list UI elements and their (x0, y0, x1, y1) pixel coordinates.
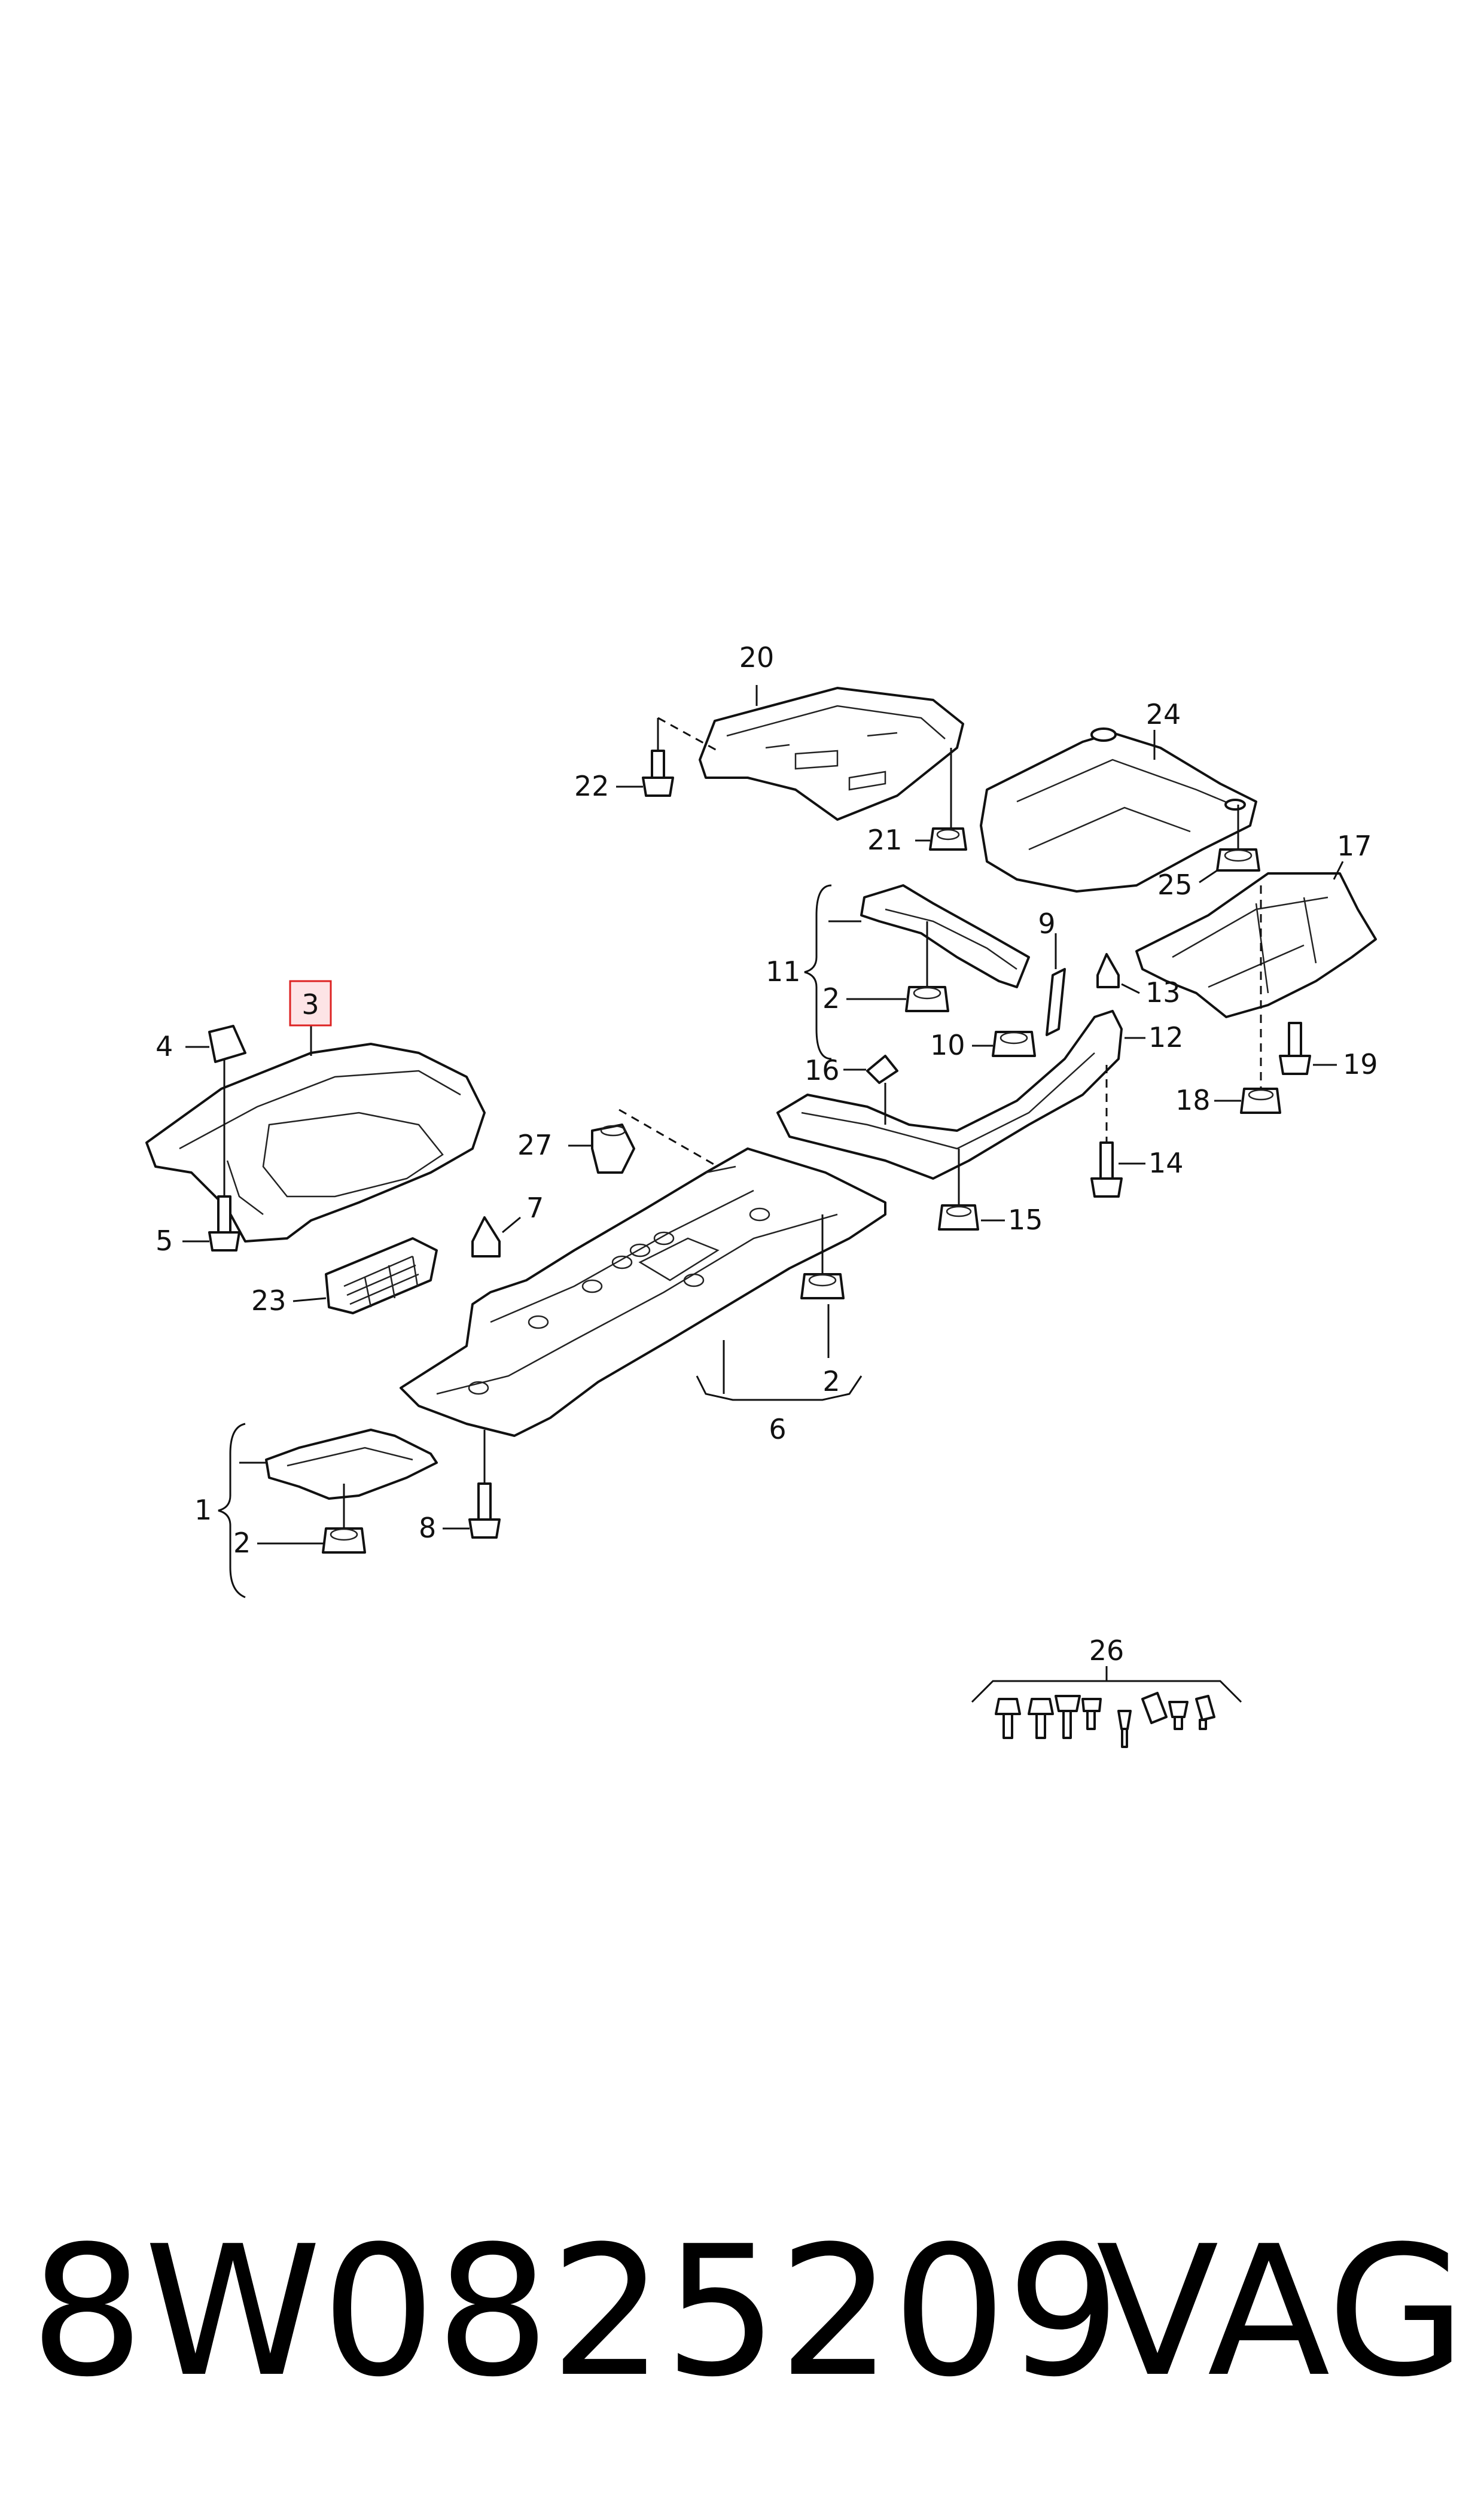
bolt-19 (1279, 1022, 1311, 1075)
callout-12: 12 (1148, 1021, 1184, 1054)
callout-3: 3 (301, 988, 319, 1021)
screw-22 (642, 750, 674, 797)
callout-13: 13 (1145, 976, 1181, 1009)
callout-5: 5 (156, 1225, 173, 1257)
callout-11: 11 (766, 955, 801, 988)
callout-4: 4 (156, 1030, 173, 1062)
callout-25: 25 (1157, 869, 1193, 901)
callout-3-highlight-box (289, 980, 332, 1027)
nut-2-lower (322, 1527, 366, 1554)
callout-23: 23 (251, 1284, 287, 1317)
callout-21: 21 (867, 824, 903, 856)
part-11-bracket (860, 884, 1030, 988)
part-17-rear-shield (1135, 872, 1377, 1018)
nut-25 (1216, 848, 1260, 872)
callout-24: 24 (1146, 698, 1181, 730)
callout-17: 17 (1337, 830, 1372, 862)
bolt-8 (468, 1482, 501, 1539)
nut-10 (992, 1031, 1036, 1057)
part-number: 8W0825209 (30, 2208, 1121, 2416)
part-23-grille-insert (325, 1237, 438, 1314)
clip-4 (208, 1025, 246, 1063)
nut-15 (938, 1204, 979, 1231)
nut-2-main (800, 1273, 845, 1299)
nut-2-upper (905, 986, 949, 1012)
callout-14: 14 (1148, 1147, 1184, 1179)
hardware-kit-26 (995, 1692, 1215, 1748)
nut-21 (929, 827, 967, 851)
callout-1: 1 (194, 1494, 212, 1526)
clip-13 (1096, 953, 1120, 988)
callout-2-upper: 2 (822, 982, 840, 1015)
part-12-side-trim (776, 1010, 1123, 1180)
bolt-14 (1090, 1141, 1123, 1198)
brand-label: VAG (1096, 2208, 1466, 2416)
nut-18 (1240, 1088, 1281, 1114)
callout-22: 22 (574, 770, 610, 802)
clip-9 (1046, 968, 1066, 1036)
callout-8: 8 (419, 1512, 436, 1544)
bolt-5 (208, 1195, 240, 1252)
part-6-main-underbody-panel (400, 1147, 886, 1437)
bracket-16 (866, 1055, 898, 1084)
callout-10: 10 (930, 1029, 965, 1061)
callout-18: 18 (1175, 1084, 1211, 1116)
callout-15: 15 (1008, 1204, 1043, 1236)
clip-27 (591, 1123, 635, 1174)
callout-2-lower: 2 (233, 1527, 251, 1559)
callout-26: 26 (1089, 1634, 1125, 1667)
callout-16: 16 (805, 1054, 840, 1086)
callout-27: 27 (517, 1129, 553, 1161)
callout-6: 6 (769, 1413, 786, 1445)
callout-9: 9 (1038, 908, 1055, 940)
callout-7: 7 (526, 1192, 544, 1224)
part-24-underbody-panel (980, 727, 1257, 893)
part-20-upper-shield (699, 687, 964, 821)
clip-7 (471, 1216, 501, 1258)
part-1-lower-shield (265, 1429, 438, 1500)
part-3-front-left-shield (145, 1043, 486, 1243)
callout-19: 19 (1343, 1048, 1378, 1080)
callout-2-main: 2 (822, 1365, 840, 1397)
callout-20: 20 (739, 641, 775, 674)
